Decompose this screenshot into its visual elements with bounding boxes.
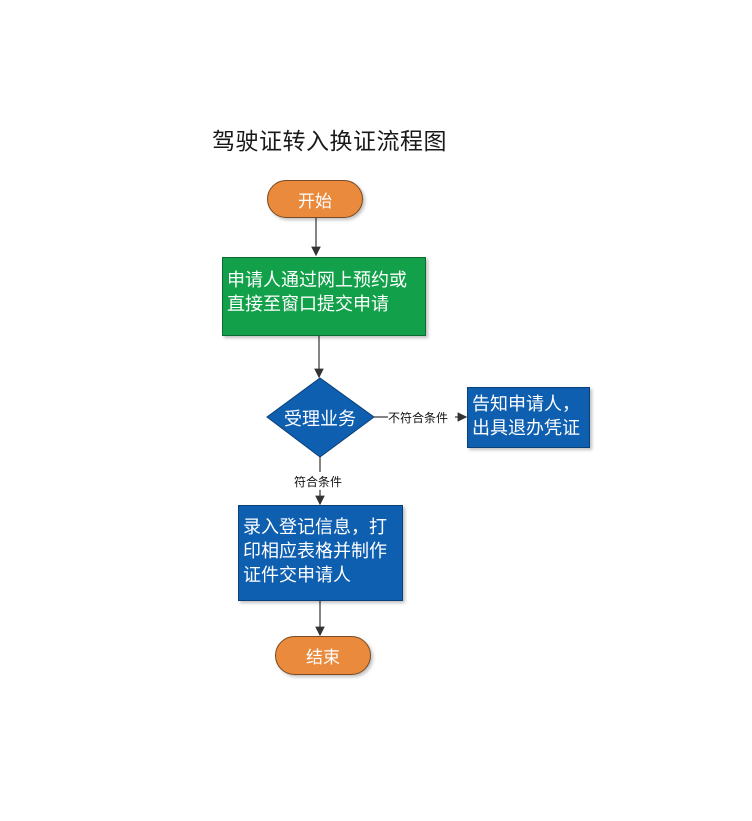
end-label: 结束	[306, 648, 340, 668]
edge-label-qualified: 符合条件	[294, 473, 343, 490]
reject-node: 告知申请人， 出具退办凭证	[467, 387, 590, 448]
start-node: 开始	[267, 180, 363, 218]
process-line-1: 录入登记信息，打	[243, 517, 387, 538]
process-line-3: 证件交申请人	[243, 565, 351, 586]
edge-label-not-qualified: 不符合条件	[388, 409, 449, 426]
end-node: 结束	[275, 636, 371, 675]
decision-label: 受理业务	[284, 409, 356, 430]
page-title: 驾驶证转入换证流程图	[212, 129, 447, 155]
process-line-2: 印相应表格并制作	[243, 541, 387, 562]
submit-node: 申请人通过网上预约或 直接至窗口提交申请	[222, 257, 426, 336]
reject-line-2: 出具退办凭证	[472, 418, 580, 439]
submit-line-1: 申请人通过网上预约或	[227, 270, 407, 291]
start-label: 开始	[298, 191, 332, 212]
submit-line-2: 直接至窗口提交申请	[227, 294, 389, 315]
process-node: 录入登记信息，打 印相应表格并制作 证件交申请人	[238, 505, 403, 601]
reject-line-1: 告知申请人，	[472, 394, 580, 415]
